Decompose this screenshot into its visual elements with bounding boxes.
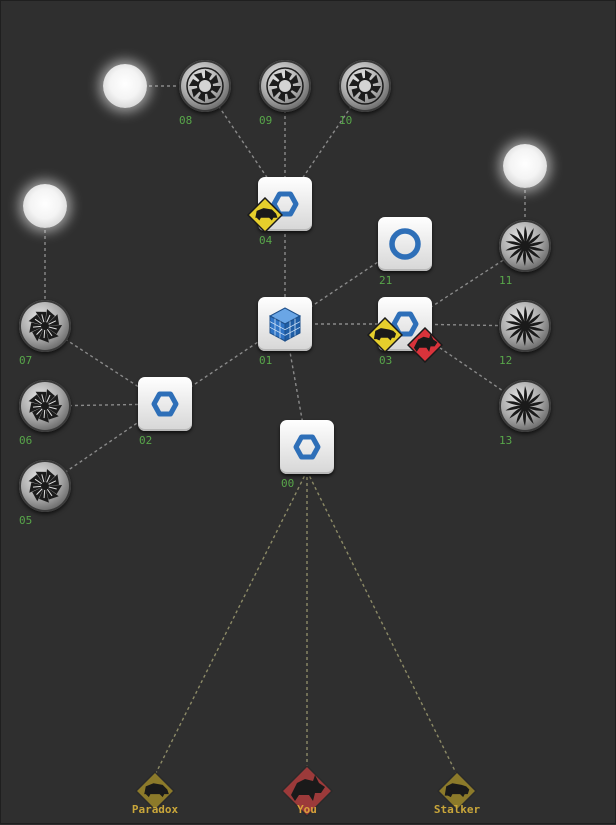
node-12[interactable] <box>499 300 551 352</box>
player-name-label: Paradox <box>131 803 179 816</box>
bear-icon <box>366 316 404 357</box>
node-label: 00 <box>281 477 295 490</box>
boar-icon <box>134 770 176 815</box>
node-label: 11 <box>499 274 513 287</box>
player-paradox[interactable] <box>134 770 176 815</box>
node-label: 07 <box>19 354 33 367</box>
node-label: 03 <box>379 354 393 367</box>
intrusion-marker-yellow[interactable] <box>366 316 404 357</box>
wolf-icon <box>280 764 334 821</box>
node-08[interactable] <box>179 60 231 112</box>
node-09[interactable] <box>259 60 311 112</box>
node-07[interactable] <box>19 300 71 352</box>
node-11[interactable] <box>499 220 551 272</box>
node-label: 10 <box>339 114 353 127</box>
player-name-label: You <box>297 803 317 816</box>
node-13[interactable] <box>499 380 551 432</box>
player-link-paradox <box>154 470 308 776</box>
player-stalker[interactable] <box>436 770 478 815</box>
glow-right[interactable] <box>503 144 547 188</box>
node-label: 08 <box>179 114 193 127</box>
intrusion-marker-red[interactable] <box>406 326 444 367</box>
node-label: 09 <box>259 114 273 127</box>
node-label: 04 <box>259 234 273 247</box>
player-name-label: Stalker <box>433 803 481 816</box>
node-label: 06 <box>19 434 33 447</box>
player-link-stalker <box>306 470 458 776</box>
node-10[interactable] <box>339 60 391 112</box>
node-label: 05 <box>19 514 33 527</box>
boar-icon <box>246 196 284 237</box>
glow-left[interactable] <box>23 184 67 228</box>
node-label: 01 <box>259 354 273 367</box>
node-02[interactable] <box>138 377 192 431</box>
node-06[interactable] <box>19 380 71 432</box>
node-05[interactable] <box>19 460 71 512</box>
node-21[interactable] <box>378 217 432 271</box>
node-label: 21 <box>379 274 393 287</box>
node-label: 12 <box>499 354 513 367</box>
intrusion-marker-yellow[interactable] <box>246 196 284 237</box>
node-label: 13 <box>499 434 513 447</box>
node-label: 02 <box>139 434 153 447</box>
glow-left-top[interactable] <box>103 64 147 108</box>
wolf-icon <box>406 326 444 367</box>
player-you[interactable] <box>280 764 334 821</box>
node-00[interactable] <box>280 420 334 474</box>
node-01[interactable] <box>258 297 312 351</box>
bear-icon <box>436 770 478 815</box>
